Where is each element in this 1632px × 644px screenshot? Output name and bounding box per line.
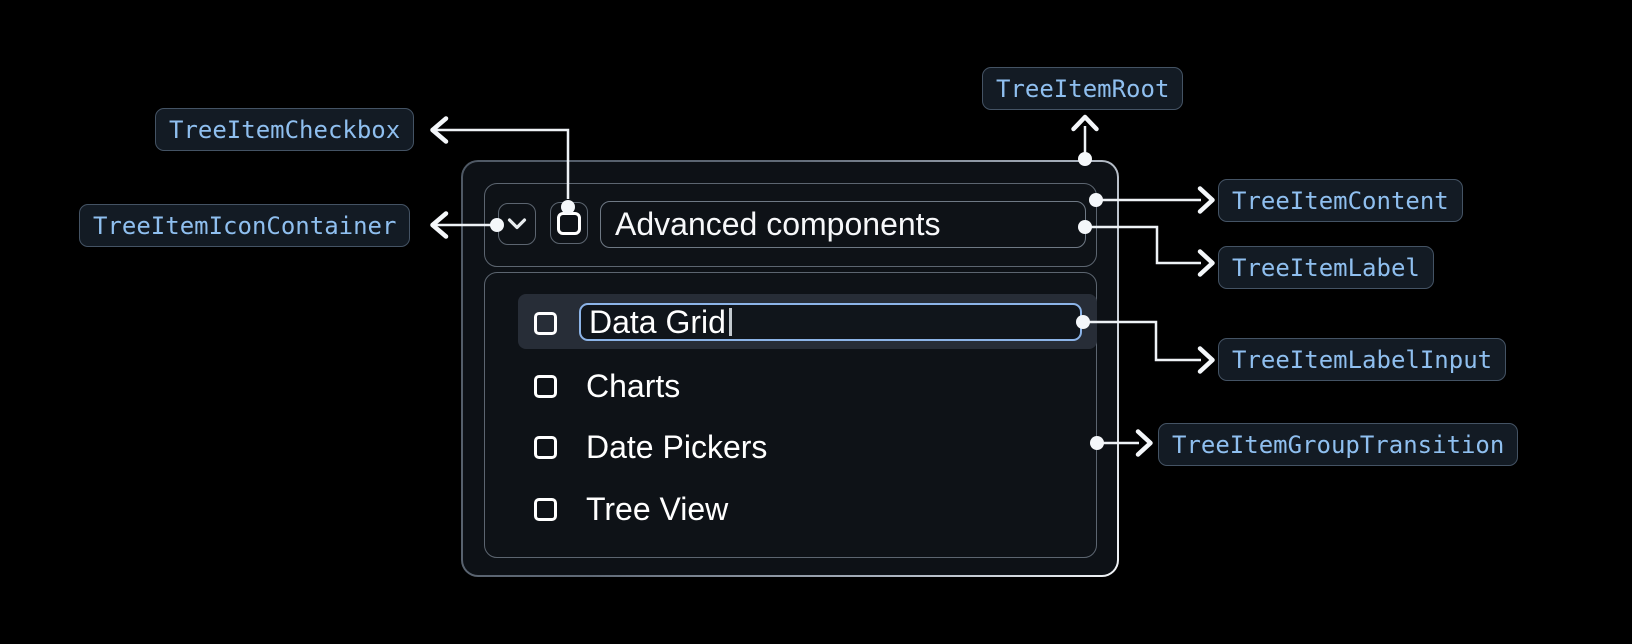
tree-item-label-text: Charts [586, 367, 681, 404]
tree-row[interactable]: Tree View [534, 489, 728, 529]
annotation-chip-tree-item-label-input: TreeItemLabelInput [1218, 338, 1507, 381]
tree-row-editing[interactable]: Data Grid [518, 294, 1097, 349]
item-checkbox-icon[interactable] [534, 312, 557, 335]
tree-item-checkbox-container[interactable] [550, 202, 588, 244]
label-input-value: Data Grid [589, 303, 726, 340]
tree-item-root-box: Advanced components Data Grid Charts Dat… [461, 160, 1119, 577]
text-cursor [728, 308, 732, 336]
tree-row[interactable]: Date Pickers [534, 427, 767, 467]
item-checkbox-icon[interactable] [534, 497, 557, 521]
tree-item-label-box: Advanced components [600, 201, 1086, 248]
chevron-down-icon [507, 218, 527, 230]
annotation-chip-tree-item-group-transition: TreeItemGroupTransition [1158, 423, 1519, 466]
annotation-chip-tree-item-label: TreeItemLabel [1218, 246, 1434, 289]
annotation-chip-tree-item-root: TreeItemRoot [982, 67, 1184, 110]
item-checkbox-icon[interactable] [534, 435, 557, 459]
tree-item-label-text: Tree View [586, 490, 729, 527]
tree-row[interactable]: Charts [534, 366, 680, 406]
tree-item-label-text: Date Pickers [586, 428, 768, 465]
item-checkbox-icon[interactable] [534, 374, 557, 398]
tree-item-icon-container-box[interactable] [498, 203, 536, 245]
annotation-chip-tree-item-checkbox: TreeItemCheckbox [155, 108, 415, 151]
tree-item-label-text: Advanced components [615, 206, 941, 242]
tree-item-group-box: Data Grid Charts Date Pickers Tree View [484, 272, 1097, 558]
tree-item-content-box[interactable]: Advanced components [484, 183, 1097, 267]
parent-checkbox-icon[interactable] [557, 211, 581, 235]
annotation-chip-tree-item-icon-container: TreeItemIconContainer [79, 204, 411, 247]
annotation-chip-tree-item-content: TreeItemContent [1218, 179, 1463, 222]
tree-item-label-input[interactable]: Data Grid [579, 303, 1082, 341]
